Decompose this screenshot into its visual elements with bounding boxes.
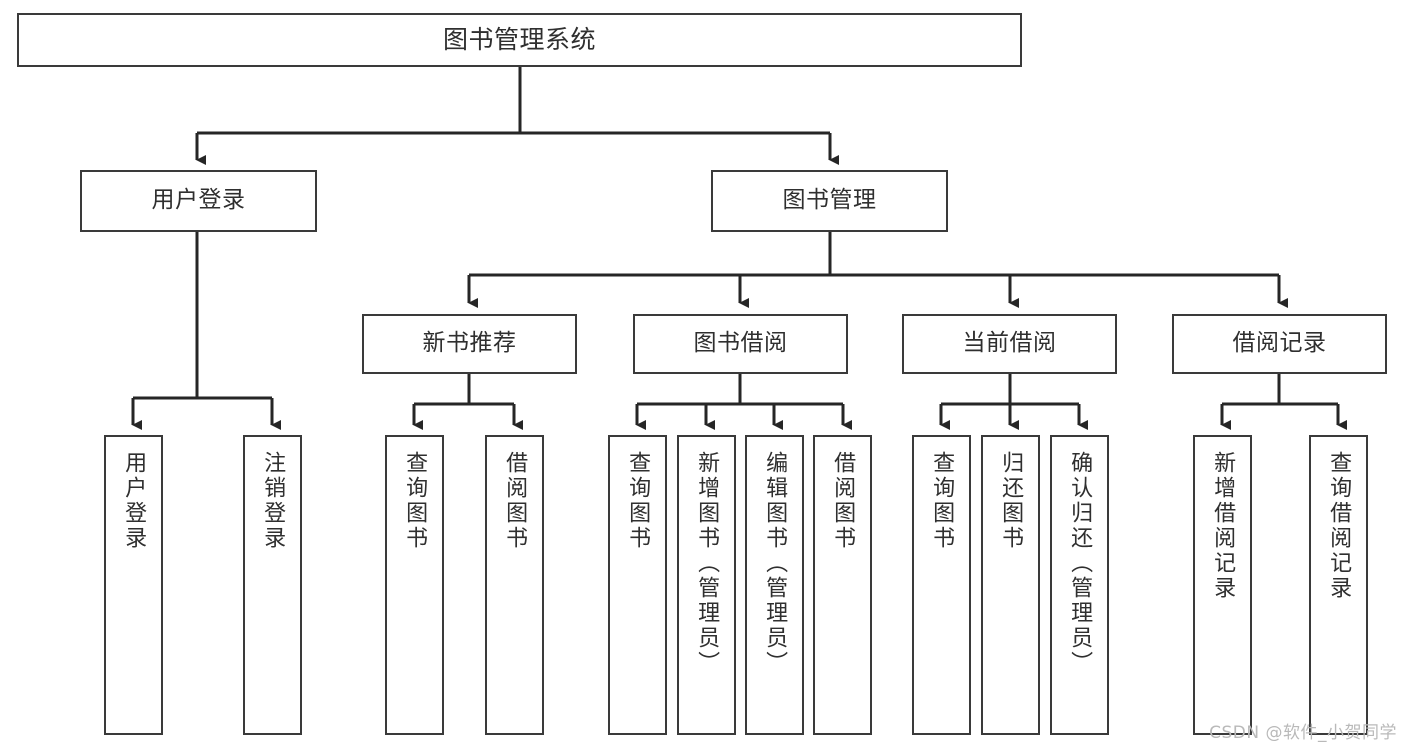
node-root-system[interactable]: 图书管理系统 [17,13,1022,67]
node-label: 当前借阅 [962,330,1057,357]
node-label: 查询图书 [625,451,651,551]
node-label: 新书推荐 [422,330,517,357]
node-label: 查询借阅记录 [1326,451,1352,601]
node-label: 借阅图书 [502,451,528,551]
node-label: 新增借阅记录 [1210,451,1236,601]
leaf-new-book-borrow[interactable]: 借阅图书 [485,435,544,735]
node-label: 查询图书 [929,451,955,551]
leaf-book-borrow-query[interactable]: 查询图书 [608,435,667,735]
node-label: 注销登录 [260,451,286,551]
node-label: 用户登录 [151,187,246,214]
leaf-borrow-record-add[interactable]: 新增借阅记录 [1193,435,1252,735]
node-label: 图书借阅 [693,330,788,357]
node-label: 新增图书（管理员） [694,451,720,676]
leaf-new-book-query[interactable]: 查询图书 [385,435,444,735]
leaf-current-borrow-query[interactable]: 查询图书 [912,435,971,735]
node-label: 归还图书 [998,451,1024,551]
leaf-current-borrow-return[interactable]: 归还图书 [981,435,1040,735]
node-label: 用户登录 [121,451,147,551]
node-current-borrow[interactable]: 当前借阅 [902,314,1117,374]
node-label: 编辑图书（管理员） [762,451,788,676]
node-borrow-record[interactable]: 借阅记录 [1172,314,1387,374]
node-label: 图书管理系统 [442,25,596,55]
leaf-current-borrow-confirm-return[interactable]: 确认归还（管理员） [1050,435,1109,735]
node-label: 借阅图书 [830,451,856,551]
node-label: 借阅记录 [1232,330,1327,357]
leaf-borrow-record-query[interactable]: 查询借阅记录 [1309,435,1368,735]
node-book-borrow[interactable]: 图书借阅 [633,314,848,374]
node-book-management[interactable]: 图书管理 [711,170,948,232]
leaf-book-borrow-borrow[interactable]: 借阅图书 [813,435,872,735]
node-new-book-recommend[interactable]: 新书推荐 [362,314,577,374]
leaf-user-login-login[interactable]: 用户登录 [104,435,163,735]
leaf-book-borrow-edit[interactable]: 编辑图书（管理员） [745,435,804,735]
node-label: 图书管理 [782,187,877,214]
node-label: 查询图书 [402,451,428,551]
leaf-book-borrow-add[interactable]: 新增图书（管理员） [677,435,736,735]
leaf-user-login-logout[interactable]: 注销登录 [243,435,302,735]
node-user-login[interactable]: 用户登录 [80,170,317,232]
node-label: 确认归还（管理员） [1067,451,1093,676]
